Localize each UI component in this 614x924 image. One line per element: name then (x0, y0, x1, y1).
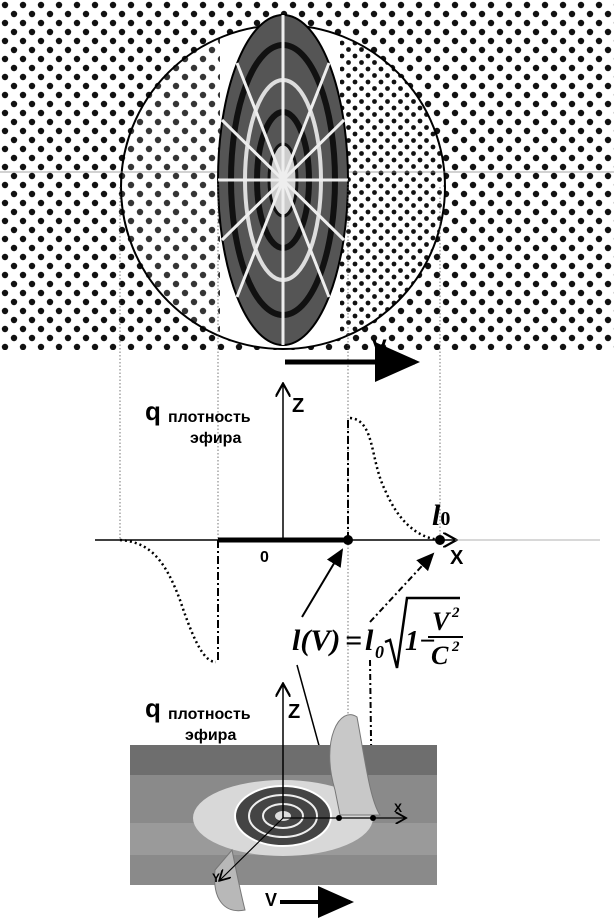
l0-label: l0 (432, 499, 450, 532)
svg-text:2: 2 (451, 605, 460, 621)
3d-density-plot (130, 685, 437, 912)
velocity-label-3d: V (265, 890, 277, 910)
density-curve-front (349, 416, 441, 542)
density-label-3d-2: эфира (185, 727, 236, 744)
velocity-label: V (372, 335, 387, 360)
svg-text:l(V): l(V) (292, 624, 340, 657)
length-contraction-formula: l(V) = l 0 1− V 2 C 2 (292, 596, 463, 670)
svg-text:C: C (431, 641, 449, 670)
svg-text:=: = (345, 624, 362, 657)
x-label-3d: X (394, 801, 402, 815)
y-label-3d: Y (212, 871, 220, 885)
origin-label: 0 (260, 549, 269, 566)
density-curve-back (119, 538, 217, 664)
density-symbol-3d: q (145, 693, 161, 723)
contracted-disc (217, 14, 349, 346)
x-label: X (450, 547, 464, 569)
density-symbol: q (145, 396, 161, 426)
z-label-3d: Z (288, 701, 300, 723)
z-label: Z (292, 395, 304, 417)
density-label-2: эфира (190, 430, 241, 447)
density-label-3d: плотность (168, 706, 251, 723)
svg-text:l: l (365, 624, 374, 657)
svg-text:2: 2 (451, 639, 460, 655)
density-label: плотность (168, 409, 251, 426)
svg-text:V: V (432, 607, 452, 636)
svg-text:0: 0 (375, 642, 384, 662)
svg-text:1−: 1− (405, 626, 436, 657)
